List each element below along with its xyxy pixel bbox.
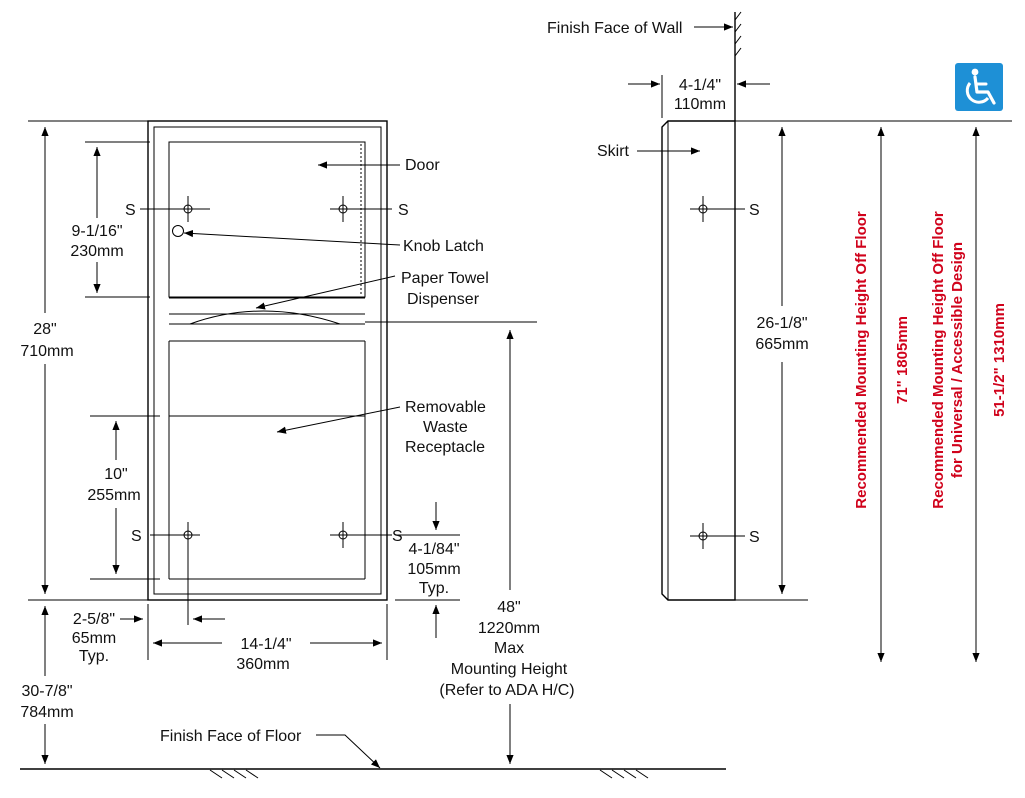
dim-bottom-in: 4-1/84" bbox=[408, 541, 459, 558]
dim-bottom-typ: Typ. bbox=[419, 580, 449, 597]
screw-marks-front bbox=[140, 196, 392, 625]
dim-width-in: 14-1/4" bbox=[240, 636, 291, 653]
label-screw-br: S bbox=[392, 528, 403, 545]
dim-depth-in: 4-1/4" bbox=[679, 77, 721, 94]
wheelchair-icon bbox=[955, 63, 1003, 111]
dim-width-mm: 360mm bbox=[236, 656, 289, 673]
dim-waste-mm: 255mm bbox=[87, 487, 140, 504]
dim-floor-in: 30-7/8" bbox=[21, 683, 72, 700]
dim-max-line2: Mounting Height bbox=[451, 661, 568, 678]
dim-waste-in: 10" bbox=[104, 466, 127, 483]
label-skirt: Skirt bbox=[597, 143, 630, 160]
dim-bottom-mm: 105mm bbox=[407, 561, 460, 578]
label-screw-tl: S bbox=[125, 202, 136, 219]
accessible-height-label-line2: for Universal / Accessible Design bbox=[949, 242, 966, 478]
dim-flange-in: 2-5/8" bbox=[73, 611, 115, 628]
label-door: Door bbox=[405, 157, 440, 174]
dim-skirt-mm: 665mm bbox=[755, 336, 808, 353]
knob-latch-icon bbox=[172, 225, 184, 237]
dim-height-mm: 710mm bbox=[20, 343, 73, 360]
label-knob-latch: Knob Latch bbox=[403, 238, 484, 255]
dim-max-line3: (Refer to ADA H/C) bbox=[439, 682, 574, 699]
label-screw-bl: S bbox=[131, 528, 142, 545]
dim-floor-mm: 784mm bbox=[20, 704, 73, 721]
recommended-height-value: 71" 1805mm bbox=[894, 316, 911, 404]
dimension-lines-front bbox=[28, 120, 537, 764]
dim-flange-typ: Typ. bbox=[79, 648, 109, 665]
front-view-unit bbox=[147, 120, 388, 601]
dim-door-mm: 230mm bbox=[70, 243, 123, 260]
floor-line bbox=[20, 768, 726, 779]
label-screw-side-top: S bbox=[749, 202, 760, 219]
label-paper-towel-line1: Paper Towel bbox=[401, 270, 489, 287]
label-removable-line3: Receptacle bbox=[405, 439, 485, 456]
label-paper-towel-line2: Dispenser bbox=[407, 291, 480, 308]
label-removable-line1: Removable bbox=[405, 399, 486, 416]
label-finish-face-floor: Finish Face of Floor bbox=[160, 728, 302, 745]
dimension-lines-side bbox=[628, 23, 1012, 662]
dim-height-in: 28" bbox=[33, 321, 56, 338]
dim-flange-mm: 65mm bbox=[72, 630, 116, 647]
dim-depth-mm: 110mm bbox=[674, 96, 726, 113]
dim-max-line1: Max bbox=[494, 640, 524, 657]
label-screw-tr: S bbox=[398, 202, 409, 219]
label-screw-side-bottom: S bbox=[749, 529, 760, 546]
accessible-height-value: 51-1/2" 1310mm bbox=[991, 303, 1008, 417]
dim-skirt-in: 26-1/8" bbox=[756, 315, 807, 332]
leader-lines-front bbox=[183, 161, 401, 769]
accessible-height-label-line1: Recommended Mounting Height Off Floor bbox=[930, 211, 947, 509]
label-finish-face-wall: Finish Face of Wall bbox=[547, 20, 682, 37]
dim-max-in: 48" bbox=[497, 599, 520, 616]
label-removable-line2: Waste bbox=[423, 419, 468, 436]
dim-max-mm: 1220mm bbox=[478, 620, 540, 637]
recommended-height-label: Recommended Mounting Height Off Floor bbox=[853, 211, 870, 509]
dim-door-in: 9-1/16" bbox=[71, 223, 122, 240]
